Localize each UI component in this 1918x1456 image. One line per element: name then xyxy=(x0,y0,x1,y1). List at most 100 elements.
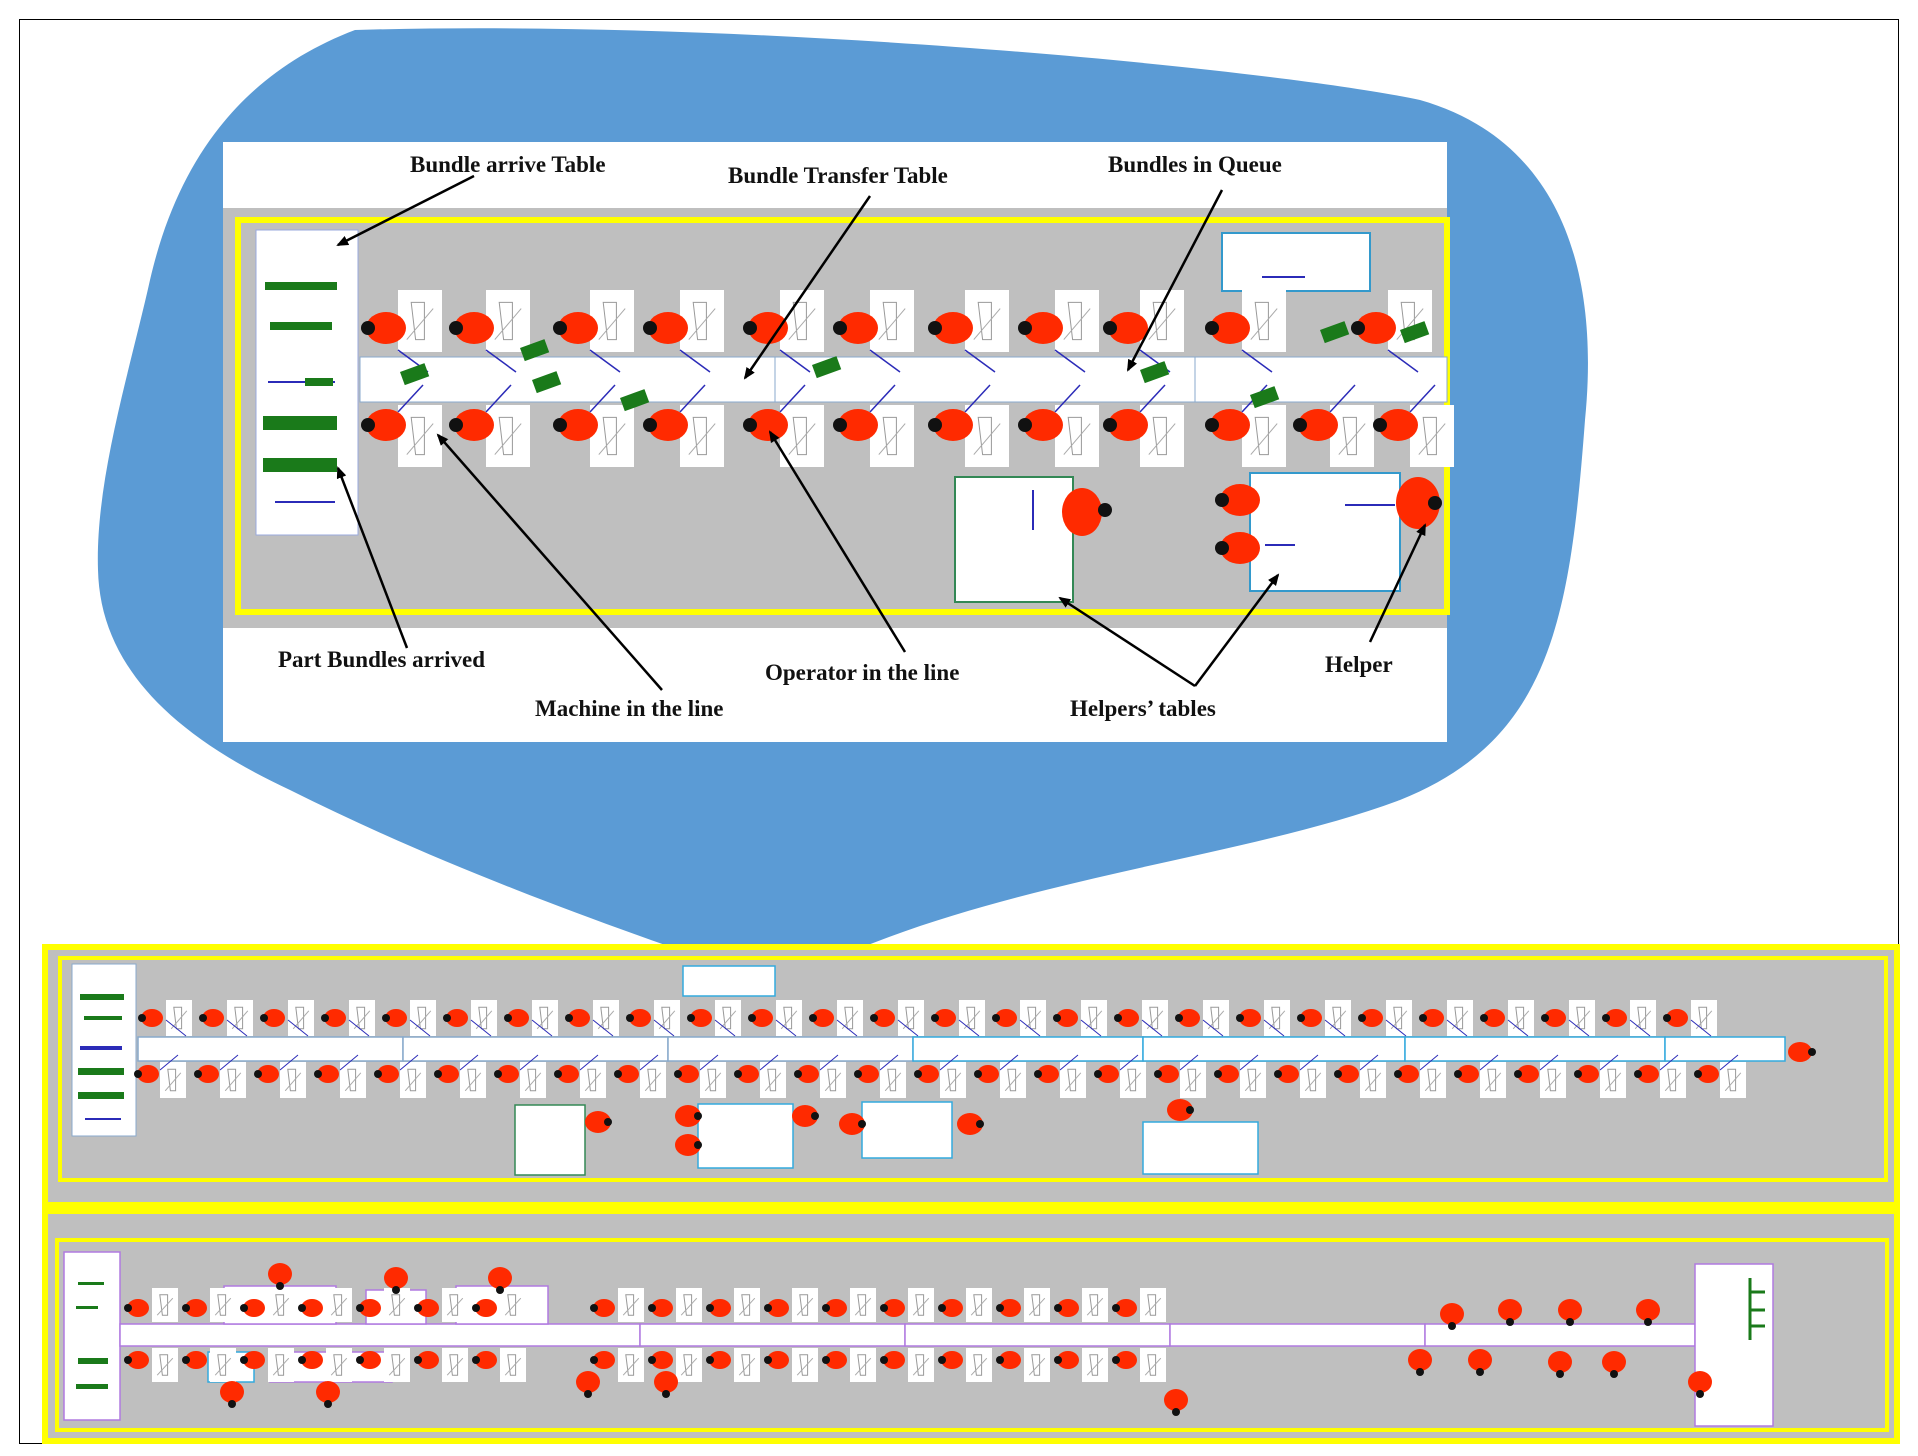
operator-figure-icon xyxy=(124,1299,149,1317)
sewing-machine-icon xyxy=(1024,1288,1050,1322)
operator-figure-icon xyxy=(1103,312,1148,344)
sewing-machine-icon xyxy=(618,1288,644,1322)
operator-figure-icon xyxy=(1634,1065,1659,1083)
operator-figure-icon xyxy=(648,1299,673,1317)
operator-figure-icon xyxy=(1112,1351,1137,1369)
sewing-machine-icon xyxy=(965,290,1009,352)
operator-figure-icon xyxy=(648,1351,673,1369)
operator-figure-icon xyxy=(614,1065,639,1083)
bundle-icon xyxy=(1399,321,1430,344)
sewing-machine-icon xyxy=(965,405,1009,467)
operator-figure-icon xyxy=(240,1299,265,1317)
operator-figure-icon xyxy=(434,1065,459,1083)
sewing-machine-icon xyxy=(326,1348,352,1382)
operator-figure-icon xyxy=(590,1299,615,1317)
sewing-machine-icon xyxy=(1082,1288,1108,1322)
operator-figure-icon xyxy=(675,1134,702,1156)
operator-figure-icon xyxy=(1454,1065,1479,1083)
operator-figure-icon xyxy=(1408,1349,1432,1376)
sewing-machine-icon xyxy=(1330,405,1374,467)
operator-figure-icon xyxy=(199,1009,224,1027)
operator-figure-icon xyxy=(443,1009,468,1027)
operator-figure-icon xyxy=(565,1009,590,1027)
operator-figure-icon xyxy=(1394,1065,1419,1083)
sewing-machine-icon xyxy=(700,1062,726,1098)
operator-figure-icon xyxy=(833,409,878,441)
sewing-machine-icon xyxy=(1386,1000,1412,1036)
operator-figure-icon xyxy=(382,1009,407,1027)
full-line-layout xyxy=(42,944,1900,1444)
sewing-machine-icon xyxy=(500,1288,526,1322)
inset-bundles xyxy=(400,321,1430,412)
operator-figure-icon xyxy=(992,1009,1017,1027)
sewing-machine-icon xyxy=(1140,405,1184,467)
line-1-helper-table-2 xyxy=(697,1103,794,1169)
sewing-machine-icon xyxy=(1000,1062,1026,1098)
operator-figure-icon xyxy=(134,1065,159,1083)
operator-figure-icon xyxy=(254,1065,279,1083)
sewing-machine-icon xyxy=(160,1062,186,1098)
operator-figure-icon xyxy=(854,1065,879,1083)
sewing-machine-icon xyxy=(850,1348,876,1382)
sewing-machine-icon xyxy=(1180,1062,1206,1098)
operator-figure-icon xyxy=(553,312,598,344)
sewing-machine-icon xyxy=(1055,290,1099,352)
operator-figure-icon xyxy=(1154,1065,1179,1083)
operator-figure-icon xyxy=(809,1009,834,1027)
operator-figure-icon xyxy=(931,1009,956,1027)
sewing-machine-icon xyxy=(220,1062,246,1098)
operator-figure-icon xyxy=(268,1263,292,1290)
operator-figure-icon xyxy=(957,1113,984,1135)
operator-figure-icon xyxy=(449,312,494,344)
operator-figure-icon xyxy=(1334,1065,1359,1083)
operator-figure-icon xyxy=(1541,1009,1566,1027)
sewing-machine-icon xyxy=(442,1348,468,1382)
sewing-machine-icon xyxy=(486,290,530,352)
sewing-machine-icon xyxy=(442,1288,468,1322)
bundle-icon xyxy=(812,356,842,379)
sewing-machine-icon xyxy=(760,1062,786,1098)
sewing-machine-icon xyxy=(680,405,724,467)
inset-machines xyxy=(398,290,1454,467)
operator-figure-icon xyxy=(321,1009,346,1027)
arrived-bundles xyxy=(263,282,337,503)
operator-figure-icon xyxy=(1440,1303,1464,1330)
sewing-machine-icon xyxy=(1060,1062,1086,1098)
operator-figure-icon xyxy=(822,1351,847,1369)
sewing-machine-icon xyxy=(532,1000,558,1036)
operator-figure-icon xyxy=(356,1299,381,1317)
sewing-machine-icon xyxy=(210,1288,236,1322)
operator-figure-icon xyxy=(1167,1099,1194,1121)
helper-table-2 xyxy=(1249,472,1401,592)
operator-figure-icon xyxy=(706,1351,731,1369)
operator-figure-icon xyxy=(298,1351,323,1369)
sewing-machine-icon xyxy=(1242,405,1286,467)
operator-figure-icon xyxy=(585,1111,612,1133)
operator-figure-icon xyxy=(626,1009,651,1027)
sewing-machine-icon xyxy=(590,290,634,352)
bundle-icon xyxy=(1140,361,1170,384)
full-layout-operators xyxy=(124,1009,1816,1416)
operator-figure-icon xyxy=(1373,409,1418,441)
operator-figure-icon xyxy=(314,1065,339,1083)
operator-figure-icon xyxy=(1094,1065,1119,1083)
operator-figure-icon xyxy=(356,1351,381,1369)
operator-figure-icon xyxy=(822,1299,847,1317)
sewing-machine-icon xyxy=(520,1062,546,1098)
sewing-machine-icon xyxy=(152,1348,178,1382)
operator-figure-icon xyxy=(449,409,494,441)
operator-figure-icon xyxy=(743,312,788,344)
sewing-machine-icon xyxy=(1140,1348,1166,1382)
operator-figure-icon xyxy=(1274,1065,1299,1083)
sewing-machine-icon xyxy=(1388,290,1432,352)
sewing-machine-icon xyxy=(1140,290,1184,352)
operator-figure-icon xyxy=(1358,1009,1383,1027)
operator-figure-icon xyxy=(182,1351,207,1369)
sewing-machine-icon xyxy=(400,1062,426,1098)
operator-figure-icon xyxy=(880,1351,905,1369)
operator-figure-icon xyxy=(870,1009,895,1027)
sewing-machine-icon xyxy=(792,1348,818,1382)
bundle-icon xyxy=(1250,386,1280,409)
line-1-transfer-tables xyxy=(137,965,1786,1062)
sewing-machine-icon xyxy=(580,1062,606,1098)
